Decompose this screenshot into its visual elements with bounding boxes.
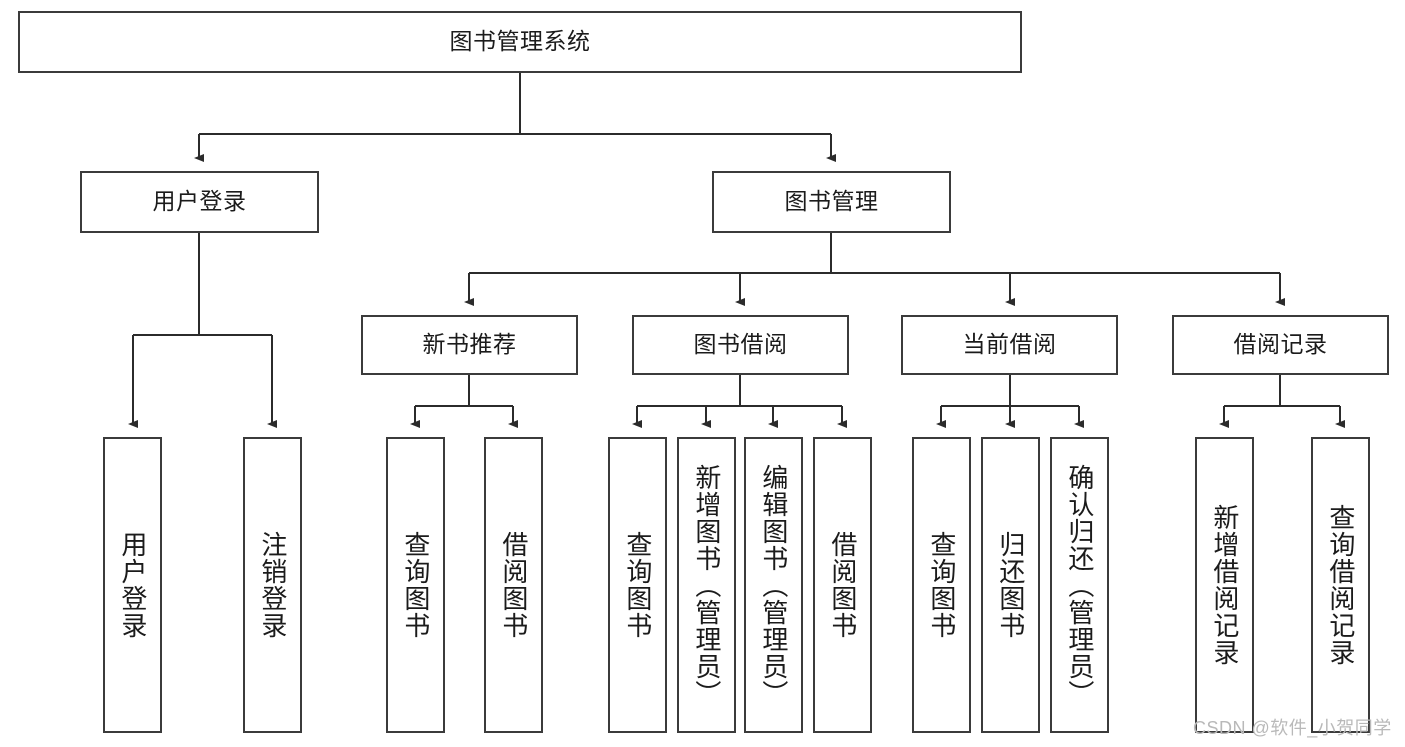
- node-leaf-user-login[interactable]: 用户登录: [103, 437, 162, 733]
- node-leaf-query-book-recommend[interactable]: 查询图书: [386, 437, 445, 733]
- node-leaf-borrow-book[interactable]: 借阅图书: [813, 437, 872, 733]
- node-leaf-borrow-book-recommend[interactable]: 借阅图书: [484, 437, 543, 733]
- node-label: 查询图书: [926, 531, 957, 639]
- node-leaf-query-book-current[interactable]: 查询图书: [912, 437, 971, 733]
- node-label: 查询借阅记录: [1325, 504, 1356, 666]
- node-root-system[interactable]: 图书管理系统: [18, 11, 1022, 73]
- node-label: 借阅图书: [827, 531, 858, 639]
- node-label: 新书推荐: [422, 331, 517, 358]
- node-leaf-add-book-admin[interactable]: 新增图书（管理员）: [677, 437, 736, 733]
- node-user-login[interactable]: 用户登录: [80, 171, 319, 233]
- node-label: 确认归还（管理员）: [1064, 463, 1095, 707]
- node-leaf-return-book[interactable]: 归还图书: [981, 437, 1040, 733]
- node-label: 图书管理系统: [449, 28, 591, 55]
- node-leaf-add-borrow-record[interactable]: 新增借阅记录: [1195, 437, 1254, 733]
- node-book-borrow[interactable]: 图书借阅: [632, 315, 849, 375]
- node-label: 归还图书: [995, 531, 1026, 639]
- node-leaf-query-borrow-record[interactable]: 查询借阅记录: [1311, 437, 1370, 733]
- node-current-borrow[interactable]: 当前借阅: [901, 315, 1118, 375]
- node-label: 图书借阅: [693, 331, 788, 358]
- node-new-book-recommend[interactable]: 新书推荐: [361, 315, 578, 375]
- node-leaf-confirm-return-admin[interactable]: 确认归还（管理员）: [1050, 437, 1109, 733]
- node-leaf-query-book-borrow[interactable]: 查询图书: [608, 437, 667, 733]
- node-leaf-edit-book-admin[interactable]: 编辑图书（管理员）: [744, 437, 803, 733]
- node-label: 借阅图书: [498, 531, 529, 639]
- node-label: 借阅记录: [1233, 331, 1328, 358]
- node-book-management[interactable]: 图书管理: [712, 171, 951, 233]
- node-label: 编辑图书（管理员）: [758, 463, 789, 707]
- node-label: 用户登录: [152, 188, 247, 215]
- node-leaf-logout[interactable]: 注销登录: [243, 437, 302, 733]
- node-label: 当前借阅: [962, 331, 1057, 358]
- node-borrow-record[interactable]: 借阅记录: [1172, 315, 1389, 375]
- csdn-watermark: CSDN @软件_小贺同学: [1193, 718, 1392, 738]
- node-label: 新增借阅记录: [1209, 504, 1240, 666]
- node-label: 新增图书（管理员）: [691, 463, 722, 707]
- node-label: 用户登录: [117, 531, 148, 639]
- node-label: 查询图书: [622, 531, 653, 639]
- node-label: 图书管理: [784, 188, 879, 215]
- node-label: 查询图书: [400, 531, 431, 639]
- node-label: 注销登录: [257, 531, 288, 639]
